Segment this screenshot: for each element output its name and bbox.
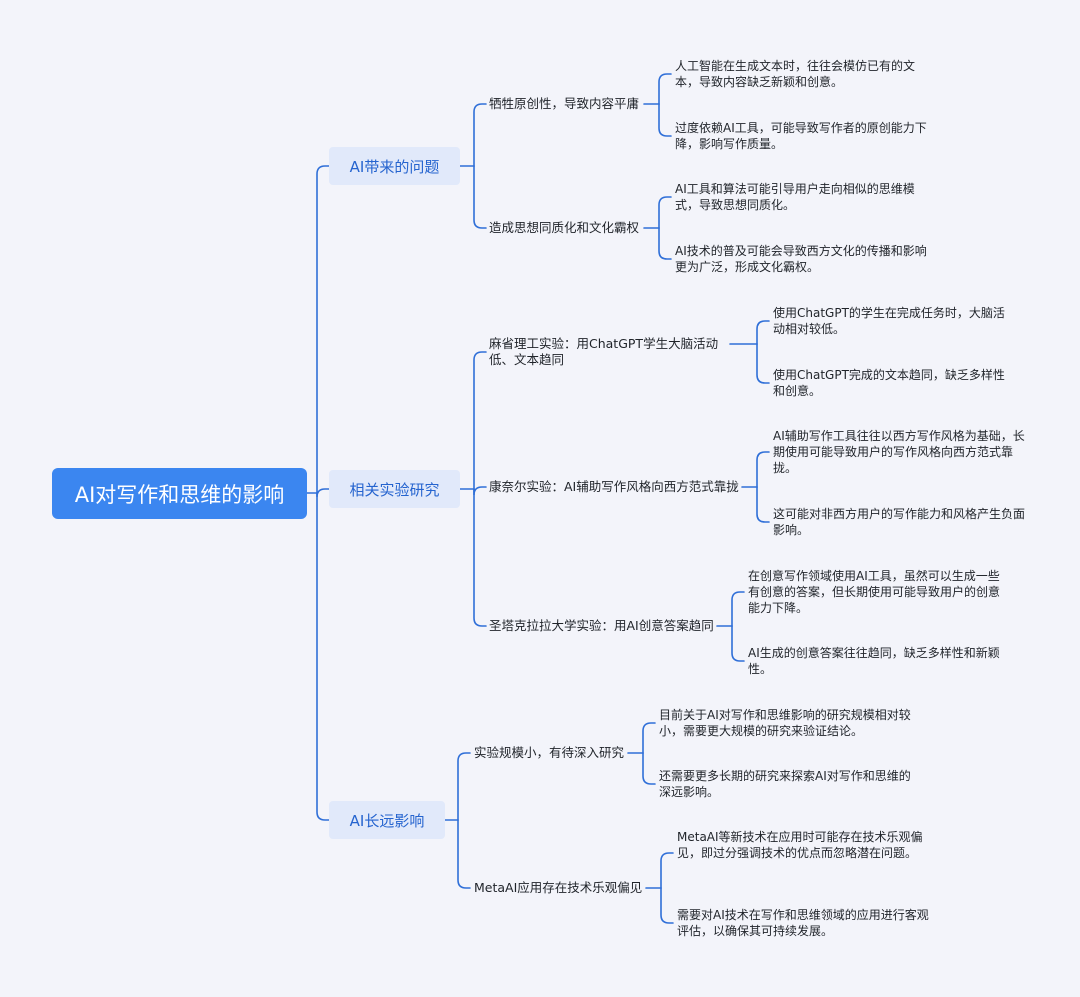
topic-mit[interactable]: 麻省理工实验：用ChatGPT学生大脑活动低、文本趋同	[489, 336, 719, 367]
b2c0-bracket-link-0	[642, 722, 656, 754]
b1c1-bracket-link-1	[756, 486, 770, 523]
b0c0-bracket-link-0	[658, 73, 672, 105]
b2-bracket-link-0	[457, 752, 471, 821]
leaf-metaai-2[interactable]: 需要对AI技术在写作和思维领域的应用进行客观评估，以确保其可持续发展。	[677, 908, 929, 938]
leaf-cornell-1[interactable]: AI辅助写作工具往往以西方写作风格为基础，长期使用可能导致用户的写作风格向西方范…	[773, 429, 1025, 475]
branch-long-term[interactable]: AI长远影响	[329, 801, 445, 839]
b0-bracket-link-0	[473, 103, 487, 167]
leaf-metaai-1[interactable]: MetaAI等新技术在应用时可能存在技术乐观偏见，即过分强调技术的优点而忽略潜在…	[677, 830, 923, 860]
b0-bracket-link-1	[473, 165, 487, 229]
b1c1-bracket-link-0	[756, 451, 770, 488]
b0c1-bracket-link-1	[658, 227, 672, 260]
root-bracket-link-2	[316, 492, 330, 821]
topic-santa-clara[interactable]: 圣塔克拉拉大学实验：用AI创意答案趋同	[489, 618, 714, 633]
b1-bracket-link-2	[473, 488, 487, 627]
root-bracket-link-0	[316, 165, 330, 494]
leaf-originality-1[interactable]: 人工智能在生成文本时，往往会模仿已有的文本，导致内容缺乏新颖和创意。	[675, 59, 916, 89]
leaf-homogenization-1[interactable]: AI工具和算法可能引导用户走向相似的思维模式，导致思想同质化。	[675, 182, 915, 212]
b1c0-bracket-link-1	[756, 343, 770, 384]
leaf-scale-1[interactable]: 目前关于AI对写作和思维影响的研究规模相对较小，需要更大规模的研究来验证结论。	[659, 708, 911, 738]
leaf-santa-clara-1[interactable]: 在创意写作领域使用AI工具，虽然可以生成一些有创意的答案，但长期使用可能导致用户…	[748, 569, 1001, 615]
b0c0-bracket-link-1	[658, 103, 672, 137]
leaf-mit-2[interactable]: 使用ChatGPT完成的文本趋同，缺乏多样性和创意。	[773, 368, 1005, 398]
b2c1-bracket-link-0	[660, 852, 674, 889]
branch-experiments[interactable]: 相关实验研究	[329, 470, 460, 508]
b2-bracket-link-1	[457, 819, 471, 889]
b1c2-bracket-link-0	[731, 591, 745, 627]
b2c0-bracket-link-1	[642, 752, 656, 785]
topic-scale[interactable]: 实验规模小，有待深入研究	[474, 745, 625, 760]
leaf-scale-2[interactable]: 还需要更多长期的研究来探索AI对写作和思维的深远影响。	[659, 769, 911, 799]
root-bracket-link-1	[316, 488, 330, 498]
leaf-homogenization-2[interactable]: AI技术的普及可能会导致西方文化的传播和影响更为广泛，形成文化霸权。	[675, 244, 927, 274]
topic-metaai[interactable]: MetaAI应用存在技术乐观偏见	[474, 880, 643, 895]
b1c0-bracket-link-0	[756, 320, 770, 345]
b2c1-bracket-link-1	[660, 887, 674, 924]
root-node[interactable]: AI对写作和思维的影响	[52, 468, 307, 519]
branch-ai-problems[interactable]: AI带来的问题	[329, 147, 460, 185]
b1c2-bracket-link-1	[731, 625, 745, 662]
topic-originality[interactable]: 牺牲原创性，导致内容平庸	[489, 96, 640, 111]
topic-homogenization[interactable]: 造成思想同质化和文化霸权	[489, 220, 640, 235]
b1-bracket-link-0	[473, 351, 487, 490]
b1-bracket-link-1	[473, 486, 487, 496]
b0c1-bracket-link-0	[658, 196, 672, 229]
topic-cornell[interactable]: 康奈尔实验：AI辅助写作风格向西方范式靠拢	[489, 479, 739, 494]
leaf-originality-2[interactable]: 过度依赖AI工具，可能导致写作者的原创能力下降，影响写作质量。	[675, 121, 927, 151]
leaf-santa-clara-2[interactable]: AI生成的创意答案往往趋同，缺乏多样性和新颖性。	[748, 646, 1000, 676]
leaf-cornell-2[interactable]: 这可能对非西方用户的写作能力和风格产生负面影响。	[773, 507, 1026, 537]
leaf-mit-1[interactable]: 使用ChatGPT的学生在完成任务时，大脑活动相对较低。	[773, 306, 1005, 336]
